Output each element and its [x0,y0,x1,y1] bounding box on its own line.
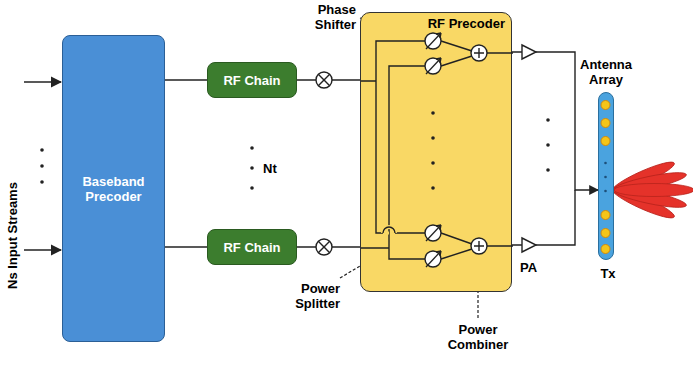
crossing-gap [383,232,389,235]
antenna-element [601,229,610,238]
splitter-wire [487,53,513,246]
rf-precoder-box: RF Precoder [360,12,512,292]
power-combiner-symbol [474,48,484,58]
splitter-wire [441,41,472,259]
splitter-wire [361,66,425,259]
antenna-element [601,119,610,128]
ellipsis-dots [604,162,607,165]
ellipsis-dots [604,190,607,193]
antenna-element [601,137,610,146]
output-wire [512,190,575,245]
phase-shifter [425,225,441,241]
pa-label: PA [520,260,550,275]
ellipsis-dots [431,111,435,115]
antenna-array: Antenna Array [598,92,614,260]
antenna-elements [599,93,613,259]
beam-pattern [610,158,693,223]
antenna-element [601,101,610,110]
callout-label: Phase Shifter [294,2,356,32]
rf-chain-box: RF Chain [207,229,297,265]
node-text: RF Precoder [428,16,505,31]
node-text: RF Chain [223,73,280,88]
connector [165,246,207,247]
power-combiner-symbol [471,45,487,61]
phase-shifter [436,225,441,230]
phase-shifter [425,58,441,74]
input-arrow [24,81,61,83]
ellipsis-dots [431,136,435,140]
mixer-symbol [316,72,332,255]
ellipsis-dots [431,186,435,190]
phase-shifter [426,251,441,267]
node-text: RF Chain [223,240,280,255]
phase-shifter [436,33,441,38]
precoder-box: Baseband Precoder [62,35,165,342]
crossing-gap [383,227,395,233]
antenna-element [601,245,610,254]
pa-symbol [522,45,536,252]
ellipsis-dots [431,161,435,165]
tx-label: Tx [596,266,620,281]
ellipsis-dots [604,176,607,179]
phase-shifter [425,33,441,49]
phase-shifter [436,58,441,63]
count-label: Nt [263,161,293,176]
connector [512,52,598,190]
phase-shifter [426,225,441,241]
splitter-wire [361,41,425,233]
antenna-element [601,211,610,220]
power-combiner-symbol [471,238,487,254]
splitter-wire [383,227,395,233]
node-text: Antenna Array [570,57,642,87]
phase-shifter [426,58,441,74]
callout-label: Power Splitter [276,281,340,311]
phase-shifter [426,33,441,49]
callout-label: Power Combiner [440,322,516,352]
power-combiner-symbol [474,241,484,251]
rf-precoder-wiring [361,13,511,291]
connector [165,79,207,80]
stream-label: Ns Input Streams [5,182,20,289]
phase-shifter [425,251,441,267]
input-arrow [24,249,61,251]
rf-chain-box: RF Chain [207,62,297,98]
phase-shifter [436,251,441,256]
node-text: Baseband Precoder [74,174,154,204]
